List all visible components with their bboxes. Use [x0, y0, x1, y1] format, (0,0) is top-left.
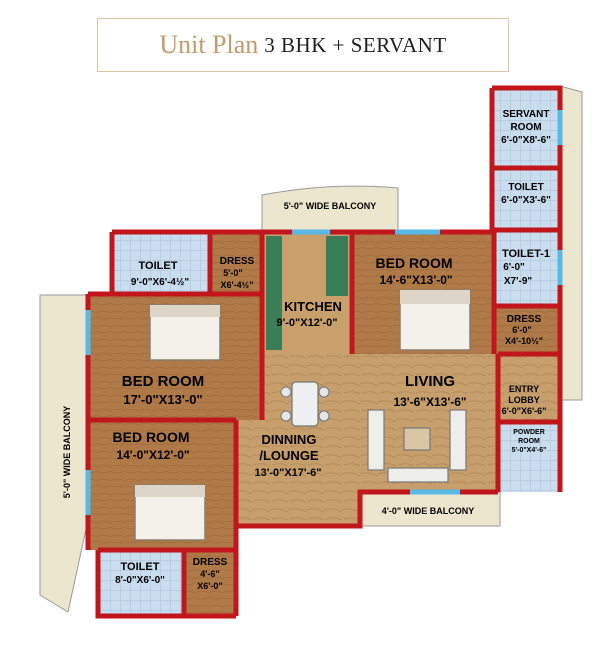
toilet-1-floor — [494, 232, 560, 306]
dress-right-floor — [494, 306, 560, 354]
powder-room-size: 5'-0"X4'-6" — [512, 447, 547, 454]
servant-toilet-floor — [492, 168, 560, 230]
top-balcony-label: 5'-0" WIDE BALCONY — [284, 201, 376, 211]
bedroom-bottom-left-name: BED ROOM — [113, 429, 190, 445]
toilet-1-size-1: 6'-0" — [503, 262, 525, 273]
bed-bottom-left — [134, 484, 206, 541]
servant-room-name-1: SERVANT — [503, 109, 550, 120]
title-sub: 3 BHK + SERVANT — [264, 32, 447, 57]
dress-bottom-left-name: DRESS — [193, 557, 228, 568]
dress-right-size-2: X4'-10½" — [505, 336, 543, 346]
bedroom-bottom-left-size: 14'-0"X12'-0" — [116, 448, 189, 462]
toilet-bottom-left-size: 8'-0"X6'-0" — [115, 575, 165, 586]
dinning-size: 13'-0"X17'-6" — [254, 467, 321, 479]
entry-lobby-name-2: LOBBY — [508, 395, 540, 405]
kitchen-counter-right — [326, 236, 348, 296]
kitchen-name: KITCHEN — [284, 299, 342, 314]
bottom-right-balcony-label: 4'-0" WIDE BALCONY — [382, 506, 474, 516]
dress-bottom-left-floor — [184, 550, 236, 616]
servant-room-floor — [492, 88, 560, 168]
bedroom-top-right-size: 14'-6"X13'-0" — [379, 273, 452, 287]
servant-room-size: 6'-0"X8'-6" — [501, 135, 551, 146]
bedroom-top-right-name: BED ROOM — [376, 255, 453, 271]
living-size: 13'-6"X13'-6" — [393, 395, 466, 409]
dress-right-name: DRESS — [507, 314, 542, 325]
bottom-right-balcony — [359, 491, 501, 527]
left-balcony — [39, 294, 89, 613]
dinning-name-2: /LOUNGE — [259, 448, 319, 463]
dress-top-left-size-1: 5'-0" — [223, 268, 242, 278]
servant-toilet-name: TOILET — [508, 182, 543, 193]
kitchen-size: 9'-0"X12'-0" — [277, 317, 338, 329]
toilet-bottom-left-name: TOILET — [121, 561, 160, 573]
powder-room-name-2: ROOM — [518, 438, 540, 445]
toilet-top-left-name: TOILET — [139, 260, 178, 272]
powder-room-name-1: POWDER — [513, 429, 545, 436]
toilet-top-left-size: 9'-0"X6'-4½" — [131, 277, 189, 288]
dinning-name-1: DINNING — [262, 432, 317, 447]
living-sofa — [367, 409, 467, 483]
dress-top-left-floor — [210, 232, 262, 294]
bed-left — [149, 304, 221, 361]
left-balcony-label: 5'-0" WIDE BALCONY — [62, 406, 72, 498]
bedroom-left-size: 17'-0"X13'-0" — [123, 392, 202, 407]
dress-top-left-name: DRESS — [220, 256, 255, 267]
servant-room-name-2: ROOM — [510, 122, 541, 133]
toilet-bottom-left-floor — [98, 550, 184, 616]
title-main: Unit Plan — [159, 30, 259, 59]
dress-bottom-left-size-1: 4'-6" — [200, 569, 219, 579]
top-balcony — [261, 185, 399, 233]
entry-lobby-name-1: ENTRY — [509, 384, 539, 394]
kitchen-counter-left — [266, 236, 282, 350]
dress-right-size-1: 6'-0" — [512, 325, 531, 335]
room-labels: SERVANT ROOM 6'-0"X8'-6" TOILET 6'-0"X3'… — [62, 109, 551, 591]
entry-lobby-size: 6'-0"X6'-6" — [502, 406, 547, 416]
toilet-1-size-2: X7'-9" — [504, 276, 533, 287]
windows — [85, 110, 563, 515]
toilet-1-name: TOILET-1 — [502, 248, 550, 260]
bedroom-left-name: BED ROOM — [122, 373, 205, 390]
dress-bottom-left-size-2: X6'-0" — [197, 581, 222, 591]
dining-table — [280, 381, 330, 427]
right-strip-balcony — [559, 85, 583, 401]
servant-toilet-size: 6'-0"X3'-6" — [501, 195, 551, 206]
title-box: Unit Plan 3 BHK + SERVANT — [97, 18, 509, 72]
powder-room-floor — [498, 422, 560, 492]
bed-top-right — [399, 289, 471, 351]
toilet-top-left-floor — [112, 232, 210, 294]
dress-top-left-size-2: X6'-4½" — [221, 280, 254, 290]
entry-lobby-floor — [498, 354, 560, 422]
living-name: LIVING — [405, 373, 455, 390]
